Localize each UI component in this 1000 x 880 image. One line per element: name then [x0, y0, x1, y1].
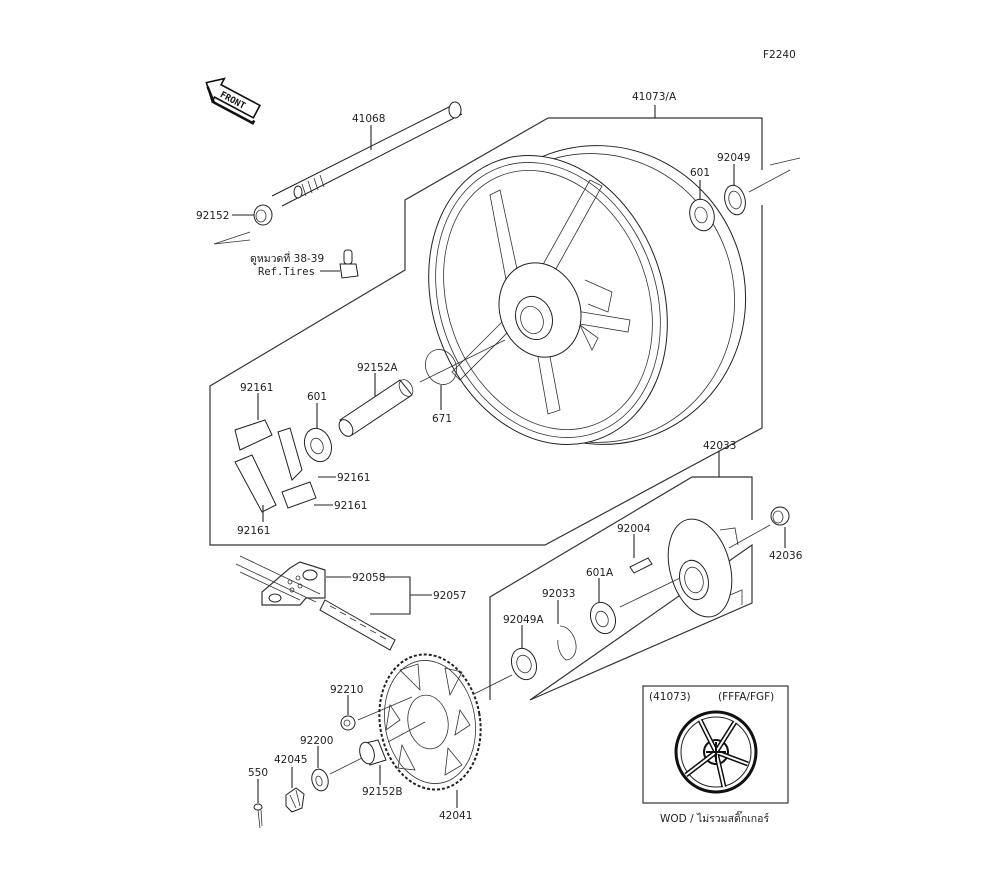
label-601-left: 601	[307, 391, 327, 403]
axis-line-washer	[329, 757, 363, 775]
label-42045: 42045	[274, 754, 307, 766]
tire-valve	[339, 249, 359, 279]
axis-arrow-left	[213, 231, 251, 245]
wheel-variant-inset: (41073) (FFFA/FGF)	[642, 685, 789, 804]
inset-part-ref: (41073)	[649, 691, 691, 703]
label-42033: 42033	[703, 440, 736, 452]
label-92058: 92058	[352, 572, 385, 584]
bearing-601-left	[303, 427, 333, 463]
sprocket-hub-42033	[667, 518, 743, 618]
label-42036: 42036	[769, 550, 803, 562]
collar-42036	[770, 506, 790, 526]
seal-92049	[724, 184, 746, 216]
collar-92152B	[359, 739, 387, 766]
label-92161-low: 92161	[334, 500, 367, 512]
hub-group-frame	[489, 476, 753, 701]
damper-rubbers	[234, 419, 317, 513]
label-axle: 41068	[352, 113, 385, 125]
label-92033: 92033	[542, 588, 575, 600]
valve-note-thai: ดูหมวดที่ 38-39	[250, 251, 324, 265]
label-550: 550	[248, 767, 268, 779]
axis-line-seal	[473, 674, 513, 695]
figure-code: F2240	[763, 49, 796, 61]
sprocket-42041	[378, 653, 482, 791]
label-92161-bottom: 92161	[237, 525, 270, 537]
label-wheel: 41073/A	[632, 91, 677, 103]
axis-line-hub	[728, 524, 771, 549]
label-92004: 92004	[617, 523, 651, 535]
axis-line-center	[419, 339, 506, 383]
bearing-601A	[589, 601, 617, 635]
valve-note-ref: Ref.Tires	[258, 266, 315, 278]
nut-92210	[340, 715, 356, 731]
label-92161-mid: 92161	[337, 472, 370, 484]
o-ring-671	[425, 349, 457, 385]
label-92161-top: 92161	[240, 382, 273, 394]
drive-chain	[235, 555, 396, 651]
stud-92004	[629, 557, 653, 574]
collar-92152	[253, 204, 273, 226]
label-92049A: 92049A	[503, 614, 544, 626]
label-92057: 92057	[433, 590, 466, 602]
front-arrow-icon: FRONT	[205, 77, 262, 125]
label-601-right: 601	[690, 167, 710, 179]
axis-line-bearing	[619, 577, 681, 608]
wheel-group-frame	[209, 117, 763, 546]
cotter-pin-550	[253, 803, 263, 829]
inset-caption: WOD / ไม่รวมสติ๊กเกอร์	[660, 810, 769, 825]
label-92152: 92152	[196, 210, 229, 222]
label-92210: 92210	[330, 684, 363, 696]
label-671: 671	[432, 413, 452, 425]
label-92200: 92200	[300, 735, 333, 747]
label-92152B: 92152B	[362, 786, 403, 798]
bearing-601-right	[689, 198, 715, 232]
label-92152A: 92152A	[357, 362, 398, 374]
circlip-92033	[557, 625, 577, 661]
seal-92049A	[510, 647, 538, 681]
axis-line-collar	[387, 721, 426, 743]
rear-wheel	[428, 145, 747, 446]
washer-92200	[311, 768, 329, 792]
inset-variant: (FFFA/FGF)	[718, 691, 774, 703]
label-42041: 42041	[439, 810, 472, 822]
label-92049: 92049	[717, 152, 750, 164]
axis-line-nut	[357, 696, 413, 721]
label-601A: 601A	[586, 567, 614, 579]
leader-92057	[370, 576, 432, 615]
collar-92152A	[338, 379, 414, 437]
axle-41068	[271, 101, 463, 207]
axle-nut-42045	[285, 787, 305, 813]
axis-arrow-right	[748, 157, 801, 193]
